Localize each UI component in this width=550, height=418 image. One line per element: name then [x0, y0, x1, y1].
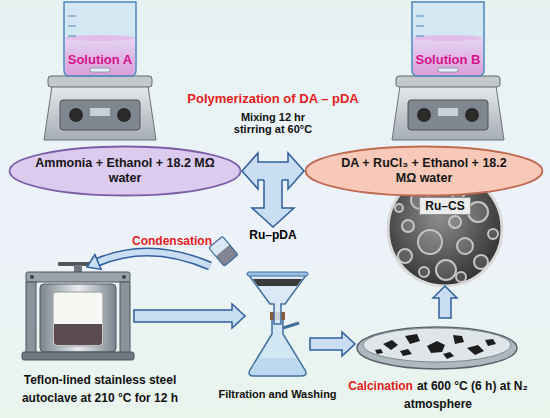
teflon-liner — [53, 292, 103, 346]
funnel — [248, 274, 307, 324]
node-text: Ru–CS — [419, 197, 470, 215]
sem-image-circle: Ru–CS — [388, 172, 502, 286]
node-text: Teflon-lined stainless steel autoclave a… — [22, 373, 178, 405]
beaker-glass — [209, 236, 238, 266]
carbon-piece — [453, 335, 464, 344]
steel-body — [40, 284, 116, 352]
bolt — [122, 275, 126, 279]
block-arrow — [310, 332, 355, 356]
frame-leg — [120, 282, 130, 354]
intermediate-label: Ru–pDA — [243, 228, 303, 242]
carbon-piece — [443, 352, 454, 359]
graduation-marks — [68, 16, 76, 36]
control-panel — [60, 100, 140, 130]
carbon-piece — [405, 334, 420, 344]
sphere — [457, 238, 473, 254]
node-text: Solution A — [68, 52, 133, 67]
text-block: Teflon-lined stainless steel autoclave a… — [0, 370, 200, 406]
sphere — [395, 204, 403, 212]
solution-ellipse: Ammonia + Ethanol + 18.2 MΩ water — [8, 145, 242, 197]
sphere — [398, 249, 412, 263]
pouring-beaker — [209, 236, 238, 266]
ellipse-shape — [306, 147, 543, 196]
text-block: Ru–CS — [388, 196, 502, 215]
diagram-title: Polymerization of DA – pDA — [173, 91, 373, 106]
node-text: Calcination — [348, 379, 413, 393]
condensation-arrow — [98, 252, 210, 266]
node-text: Ammonia + Ethanol + 18.2 MΩ water — [33, 156, 217, 186]
base-plate — [22, 352, 134, 360]
ellipse-shape — [10, 147, 241, 196]
filtration-setup: Filtration and Washing — [245, 272, 310, 377]
beaker-glass — [64, 2, 136, 76]
autoclave-drawing — [22, 262, 134, 360]
funnel-rim — [247, 272, 308, 276]
knob — [69, 108, 83, 122]
petri-dish-drawing — [357, 327, 517, 369]
display — [90, 108, 110, 116]
filtrate — [250, 358, 304, 375]
text-block: Ammonia + Ethanol + 18.2 MΩ water — [33, 145, 217, 197]
frame-leg — [26, 282, 36, 354]
text-block: Solution B — [388, 50, 508, 68]
edge-label: Mixing 12 hr stirring at 60°C — [227, 111, 319, 135]
block-arrow — [433, 286, 457, 318]
carbon-piece — [467, 345, 484, 355]
condensation-arrow-outline — [98, 252, 210, 266]
node-text: Filtration and Washing — [218, 388, 336, 400]
sphere — [402, 220, 414, 232]
sphere — [419, 267, 429, 277]
knob — [117, 108, 131, 122]
filter-cake — [253, 279, 302, 286]
sphere — [488, 229, 498, 239]
block-arrow — [242, 153, 304, 189]
hot-plate — [48, 76, 152, 87]
autoclave: Teflon-lined stainless steel autoclave a… — [22, 262, 134, 360]
hotplate-stirrer — [44, 2, 156, 140]
reaction-mixture — [54, 324, 102, 345]
dish-rim — [357, 327, 517, 369]
node-text: at 600 °C (6 h) at N₂ atmosphere — [404, 379, 528, 411]
top-plate — [26, 272, 130, 282]
carbon-piece — [383, 340, 398, 350]
step-label: Condensation — [126, 234, 218, 248]
hotplate-stirrer — [392, 2, 504, 140]
text-block: DA + RuCl₃ + Ethanol + 18.2 MΩ water — [334, 145, 514, 197]
petri-dish: Calcinationat 600 °C (6 h) at N₂ atmosph… — [355, 318, 520, 370]
text-block: Solution A — [40, 50, 160, 68]
node-text: DA + RuCl₃ + Ethanol + 18.2 MΩ water — [334, 156, 514, 186]
side-arm — [283, 323, 299, 328]
filtration-drawing — [247, 272, 308, 376]
node-text: Solution B — [416, 52, 481, 67]
stirrer-body — [44, 86, 156, 140]
dish-floor — [363, 328, 511, 362]
condensation-arrowhead — [87, 255, 101, 270]
sphere — [456, 272, 466, 282]
flask — [249, 318, 306, 376]
carbon-piece — [427, 341, 445, 353]
bolt — [30, 275, 34, 279]
solution-ellipse: DA + RuCl₃ + Ethanol + 18.2 MΩ water — [304, 145, 544, 197]
block-arrow — [134, 304, 245, 328]
stirrer-beaker: Solution A — [40, 0, 160, 142]
carbon-piece — [375, 349, 383, 354]
carbon-piece — [485, 339, 496, 346]
text-block: Filtration and Washing — [205, 384, 350, 402]
sphere — [418, 230, 442, 254]
carbon-piece — [400, 349, 412, 356]
stirrer-beaker: Solution B — [388, 0, 508, 142]
sphere — [436, 260, 456, 280]
text-block: Calcinationat 600 °C (6 h) at N₂ atmosph… — [343, 376, 533, 412]
sphere — [468, 202, 488, 222]
sphere — [449, 216, 461, 228]
